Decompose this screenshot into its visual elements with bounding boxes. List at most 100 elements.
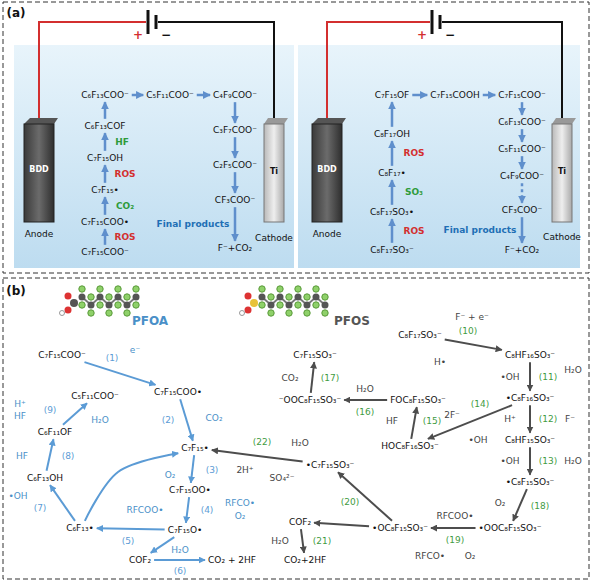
- label-text: H₂O: [356, 384, 373, 394]
- label-text: F⁻: [565, 414, 575, 424]
- edge-label-text: (12): [539, 414, 557, 424]
- label-text: Ti: [558, 167, 566, 176]
- reaction-arrow: [391, 141, 394, 166]
- text-label: 2H⁺: [236, 465, 253, 475]
- text-label: +: [133, 29, 143, 43]
- step-label: (13): [539, 456, 557, 466]
- edge-label-text: (9): [44, 405, 57, 415]
- edge-label-text: (1): [106, 353, 119, 363]
- label-text: Cathode: [255, 233, 293, 243]
- reaction-arrow: [154, 559, 205, 561]
- step-label: (8): [62, 451, 75, 461]
- text-label: •OH: [8, 491, 27, 501]
- species-node: C₅F₁₁COO⁻: [497, 144, 547, 154]
- edge-label-text: (19): [446, 535, 464, 545]
- edge-label-text: (14): [471, 399, 489, 409]
- reaction-arrow: [521, 102, 524, 115]
- step-label: (10): [459, 326, 477, 336]
- species-text: •OOC₈F₁₅SO₃⁻: [479, 523, 542, 533]
- text-label: +: [417, 29, 427, 43]
- reaction-arrow: [529, 447, 531, 475]
- step-label: ROS: [403, 226, 424, 236]
- reaction-arrow: [411, 407, 417, 439]
- reaction-arrow: [97, 528, 165, 529]
- text-label: F⁻ + e⁻: [455, 312, 488, 322]
- species-node: C₄F₉COO⁻: [499, 171, 545, 181]
- edge-label-text: (11): [539, 372, 557, 382]
- species-node: C₈F₁₇OH: [373, 129, 411, 139]
- text-label: −: [161, 29, 171, 43]
- text-label: Anode: [313, 229, 342, 239]
- label-text: O₂: [235, 511, 246, 521]
- species-text: C₇F₁₅COO⁻: [498, 90, 546, 100]
- species-text: CF₃COO⁻: [502, 205, 542, 215]
- label-text: −: [445, 28, 455, 42]
- edge-label-text: HF: [115, 137, 129, 147]
- text-label: (b): [6, 285, 26, 299]
- text-label: H₂O: [564, 365, 581, 375]
- step-label: (7): [34, 503, 47, 513]
- text-label: BDD: [317, 165, 336, 174]
- reaction-arrow: [104, 165, 107, 183]
- label-text: (a): [6, 6, 25, 20]
- species-node: C₂F₅COO⁻: [212, 160, 258, 170]
- species-text: C₆F₁₃COO⁻: [498, 117, 546, 127]
- species-text: C₄F₉COO⁻: [500, 171, 544, 181]
- text-label: O₂: [165, 470, 176, 480]
- reaction-arrow: [483, 94, 495, 97]
- step-label: (1): [106, 353, 119, 363]
- electrode: [24, 118, 576, 222]
- step-label: CO₂: [116, 201, 134, 211]
- battery-symbol: [148, 10, 440, 34]
- text-label: F⁻: [565, 414, 575, 424]
- text-label: e⁻: [130, 345, 140, 355]
- label-text: e⁻: [130, 345, 140, 355]
- species-node: C₅F₁₁COO⁻: [70, 391, 120, 401]
- reaction-arrow: [50, 485, 75, 521]
- text-label: (a): [6, 7, 25, 21]
- label-text: CO₂: [282, 373, 299, 383]
- reaction-arrow: [314, 523, 369, 526]
- species-node: C₆F₁₃•: [65, 523, 95, 533]
- label-text: +: [133, 28, 143, 42]
- reaction-arrow: [445, 339, 502, 349]
- label-text: H⁺: [14, 399, 26, 409]
- species-text: C₈F₁₇SO₃⁻: [398, 330, 441, 340]
- species-node: CF₃COO⁻: [501, 205, 543, 215]
- text-label: 2F⁻: [444, 410, 460, 420]
- reaction-arrow: [104, 102, 107, 119]
- step-label: ROS: [114, 232, 135, 242]
- species-node: C₆F₁₃OH: [26, 473, 64, 483]
- reaction-arrow: [186, 497, 189, 523]
- label-text: H₂O: [271, 536, 288, 546]
- species-node: C₇F₁₅OO•: [168, 485, 212, 495]
- species-node: CF₃COO⁻: [214, 195, 256, 205]
- reaction-arrow: [104, 229, 107, 245]
- reaction-arrow: [104, 197, 107, 215]
- edge-label-text: (5): [122, 536, 135, 546]
- step-label: (16): [356, 407, 374, 417]
- step-label: (15): [423, 416, 441, 426]
- label-text: O₂: [165, 470, 176, 480]
- label-text: H•: [434, 357, 446, 367]
- text-label: O₂: [495, 498, 506, 508]
- step-label: (21): [313, 536, 331, 546]
- text-label: H⁺: [14, 399, 26, 409]
- reaction-arrow: [234, 102, 237, 123]
- label-text: PFOA: [132, 314, 168, 328]
- reaction-arrow: [212, 450, 303, 461]
- text-label: •OH: [500, 456, 519, 466]
- species-node: C₈HF₁₆SO₃⁻: [504, 350, 556, 360]
- species-node: C₄F₉COO⁻: [212, 90, 258, 100]
- species-node: C₇F₁₅•: [180, 443, 210, 453]
- step-label: (5): [122, 536, 135, 546]
- label-text: •OH: [500, 456, 519, 466]
- step-label: (2): [162, 415, 175, 425]
- edge-label-text: (15): [423, 416, 441, 426]
- reaction-arrow: [104, 133, 107, 151]
- molecule-model: [60, 286, 329, 316]
- species-text: •C₈F₁₅SO₃⁻: [506, 477, 555, 487]
- species-node: C₇F₁₅COO•: [80, 217, 130, 227]
- text-label: SO₄²⁻: [270, 473, 295, 483]
